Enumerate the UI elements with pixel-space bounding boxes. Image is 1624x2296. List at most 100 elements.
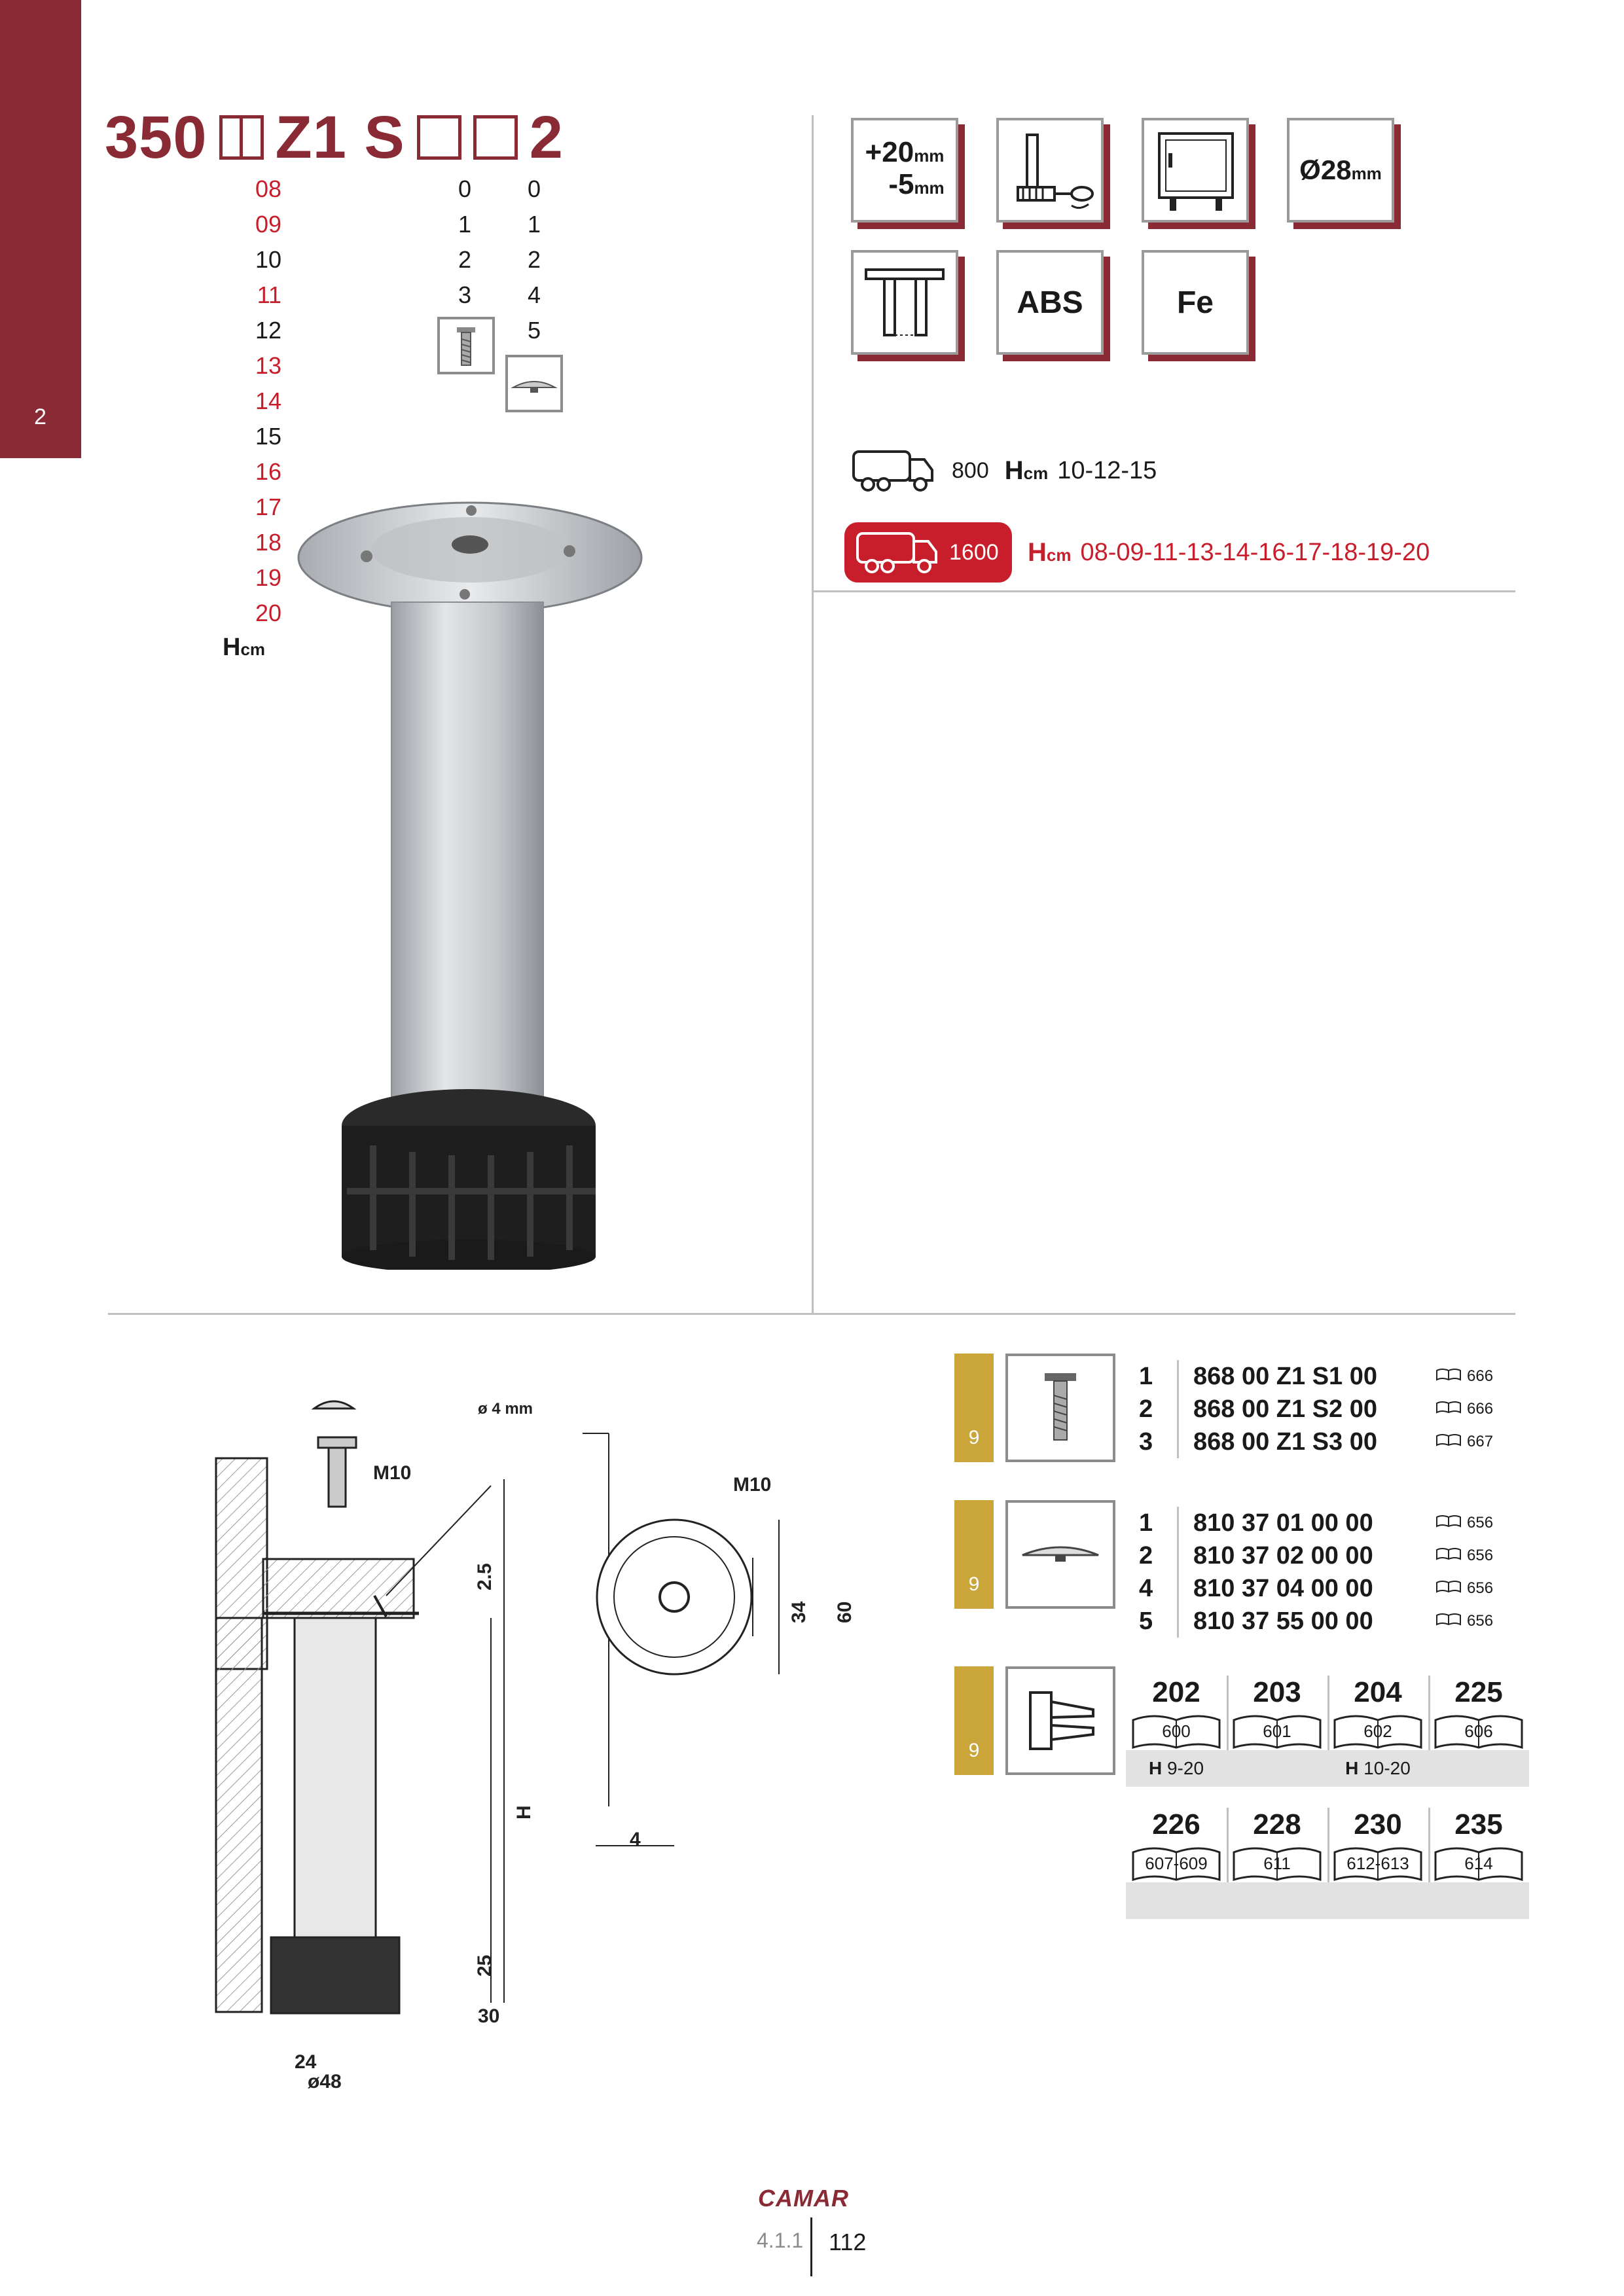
product-code: 350 Z1 S 2 — [105, 103, 564, 171]
book-icon: 607-609 — [1130, 1844, 1222, 1884]
book-icon: 611 — [1231, 1844, 1323, 1884]
height-note: H 9-20 — [1126, 1750, 1227, 1787]
cell-divider — [1227, 1808, 1229, 1919]
right-divider — [812, 590, 1515, 592]
cell-divider — [1327, 1676, 1329, 1787]
cap-option: 5 — [527, 317, 541, 344]
cap-option: 2 — [527, 246, 541, 273]
plinth-clip-icon — [851, 250, 958, 355]
height-option: 16 — [255, 458, 281, 485]
catalog-page-ref: 611 — [1263, 1854, 1291, 1873]
clip-code: 204 — [1354, 1676, 1402, 1708]
book-icon: 606 — [1433, 1712, 1525, 1751]
catalog-page-ref: 656 — [1435, 1546, 1493, 1566]
clip-reference: 226 607-609 — [1126, 1808, 1227, 1919]
cap-slot-icon — [473, 115, 518, 160]
section-divider — [108, 1313, 1515, 1315]
book-icon: 600 — [1130, 1712, 1222, 1751]
cap-option: 1 — [527, 211, 541, 238]
bulk-badge: 1600 — [844, 522, 1012, 583]
catalog-page-ref: 606 — [1464, 1721, 1493, 1741]
truck-icon — [852, 450, 933, 492]
catalog-page-ref: 601 — [1263, 1721, 1291, 1741]
delivery-heights: 08-09-11-13-14-16-17-18-19-20 — [1080, 538, 1430, 566]
height-note — [1227, 1750, 1327, 1787]
cap-badge: 9 — [954, 1500, 994, 1609]
ref-variant: 1 — [1139, 1509, 1153, 1537]
ref-variant: 1 — [1139, 1362, 1153, 1390]
reference-row: 2 868 00 Z1 S2 00 666 — [1139, 1393, 1493, 1426]
clip-reference: 225 606 — [1428, 1676, 1529, 1787]
dim-48-label: ø48 — [308, 2071, 342, 2092]
ref-code: 810 37 01 00 00 — [1193, 1509, 1373, 1537]
technical-drawing: M10 ø 4 mm 30 24 ø48 M10 2.5 H 25 34 60 … — [215, 1400, 856, 2092]
screw-thumbnail — [437, 317, 495, 374]
clip-code: 230 — [1354, 1808, 1402, 1840]
book-icon — [1435, 1432, 1462, 1452]
height-option: 17 — [255, 493, 281, 520]
height-note — [1327, 1882, 1428, 1919]
catalog-page-ref: 666 — [1435, 1367, 1493, 1387]
clip-code: 235 — [1454, 1808, 1503, 1840]
catalog-page-ref: 667 — [1435, 1432, 1493, 1452]
truck-icon — [856, 532, 937, 573]
ref-code: 810 37 02 00 00 — [1193, 1541, 1373, 1570]
book-icon — [1435, 1513, 1462, 1534]
ref-variant: 2 — [1139, 1395, 1153, 1423]
clip-badge: 9 — [954, 1666, 994, 1775]
row-divider — [1177, 1393, 1179, 1426]
dim-34-label: 34 — [788, 1601, 810, 1623]
material-abs-label: ABS — [996, 250, 1104, 355]
height-option: 15 — [255, 423, 281, 450]
cabinet-icon — [1142, 118, 1249, 223]
book-icon — [1435, 1611, 1462, 1632]
row-divider — [1177, 1539, 1179, 1572]
delivery-heights: 10-12-15 — [1057, 456, 1157, 484]
height-note — [1428, 1882, 1529, 1919]
clip-code: 203 — [1253, 1676, 1301, 1708]
ref-variant: 4 — [1139, 1574, 1153, 1602]
dim-25-label: 25 — [474, 1955, 496, 1977]
book-icon — [1435, 1579, 1462, 1599]
page-number: 112 — [829, 2229, 867, 2255]
book-icon: 602 — [1332, 1712, 1424, 1751]
catalog-page-ref: 666 — [1435, 1399, 1493, 1420]
code-suffix: 2 — [529, 103, 564, 171]
row-divider — [1177, 1426, 1179, 1458]
clip-code: 226 — [1152, 1808, 1200, 1840]
m10-right-label: M10 — [733, 1474, 771, 1496]
height-option: 12 — [255, 317, 281, 344]
ref-variant: 5 — [1139, 1607, 1153, 1635]
book-icon — [1435, 1399, 1462, 1420]
clip-part-image — [1005, 1666, 1115, 1775]
height-note — [1126, 1882, 1227, 1919]
height-option: 13 — [255, 352, 281, 379]
height-note — [1428, 1750, 1529, 1787]
m10-left-label: M10 — [373, 1462, 411, 1484]
row-divider — [1177, 1605, 1179, 1638]
height-option: 09 — [255, 211, 281, 238]
adjustment-range-icon: +20mm -5mm — [851, 118, 958, 223]
dim-2-5-label: 2.5 — [474, 1563, 496, 1590]
screw-diameter-label: ø 4 mm — [478, 1400, 533, 1418]
catalog-page-ref: 612-613 — [1346, 1854, 1409, 1873]
screw-option: 3 — [458, 281, 472, 308]
cell-divider — [1428, 1676, 1430, 1787]
height-option: 20 — [255, 600, 281, 626]
cap-option: 0 — [527, 175, 541, 202]
catalog-page-ref: 656 — [1435, 1579, 1493, 1599]
chapter-number: 2 — [34, 404, 46, 429]
clip-code: 225 — [1454, 1676, 1503, 1708]
delivery-h-label: Hcm — [1028, 537, 1072, 567]
ref-code: 868 00 Z1 S3 00 — [1193, 1427, 1377, 1456]
dim-4-label: 4 — [630, 1829, 641, 1850]
cap-thumbnail — [505, 355, 563, 412]
section-number: 4.1.1 — [757, 2229, 804, 2252]
ref-code: 868 00 Z1 S2 00 — [1193, 1395, 1377, 1423]
